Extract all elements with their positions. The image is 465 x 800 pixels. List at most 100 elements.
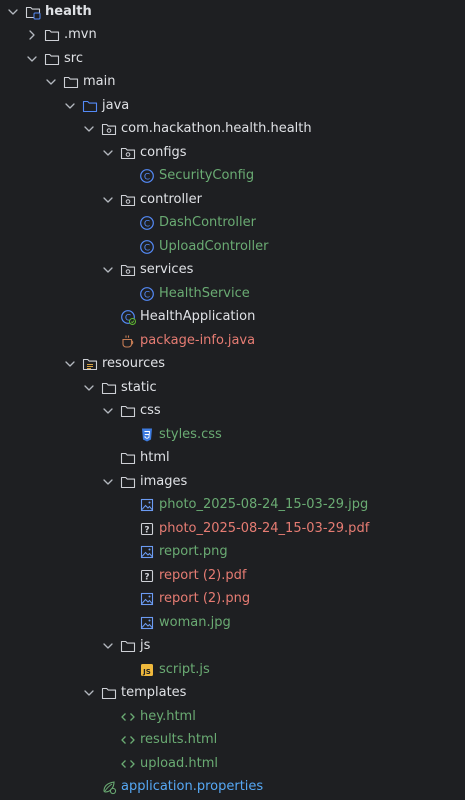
spring-class-icon: C	[120, 309, 136, 326]
chevron-down-icon[interactable]	[101, 475, 115, 489]
folder-icon	[44, 27, 60, 43]
tree-row-images[interactable]: images	[0, 470, 465, 494]
chevron-right-icon[interactable]	[25, 28, 39, 42]
tree-row-mvn[interactable]: .mvn	[0, 24, 465, 48]
tree-row-health[interactable]: health	[0, 0, 465, 24]
tree-row-hey-html[interactable]: hey.html	[0, 705, 465, 729]
tree-row-src[interactable]: src	[0, 47, 465, 71]
tree-indent-spacer	[101, 710, 115, 724]
tree-indent-spacer	[82, 780, 96, 794]
chevron-down-icon[interactable]	[63, 357, 77, 371]
chevron-down-icon[interactable]	[82, 686, 96, 700]
chevron-down-icon[interactable]	[44, 75, 58, 89]
svg-text:C: C	[144, 220, 150, 230]
css-file-icon	[139, 427, 155, 443]
tree-row-woman-jpg[interactable]: woman.jpg	[0, 611, 465, 635]
tree-item-label: com.hackathon.health.health	[121, 121, 312, 137]
tree-row-com-hackathon-health-health[interactable]: com.hackathon.health.health	[0, 118, 465, 142]
tree-row-css[interactable]: css	[0, 400, 465, 424]
tree-row-dashcontroller[interactable]: C DashController	[0, 212, 465, 236]
source-folder-icon	[82, 98, 98, 114]
tree-item-label: html	[140, 450, 170, 466]
chevron-down-icon[interactable]	[82, 122, 96, 136]
tree-indent-spacer	[101, 310, 115, 324]
folder-icon	[120, 474, 136, 490]
folder-icon	[44, 51, 60, 67]
html-file-icon	[120, 756, 136, 772]
tree-row-package-info-java[interactable]: package-info.java	[0, 329, 465, 353]
tree-item-label: DashController	[159, 215, 256, 231]
tree-row-html[interactable]: html	[0, 447, 465, 471]
tree-indent-spacer	[101, 334, 115, 348]
tree-item-label: results.html	[140, 732, 218, 748]
tree-item-label: static	[121, 379, 157, 395]
chevron-down-icon[interactable]	[101, 639, 115, 653]
tree-row-js[interactable]: js	[0, 635, 465, 659]
tree-row-services[interactable]: services	[0, 259, 465, 283]
class-icon: C	[139, 239, 155, 255]
tree-indent-spacer	[120, 428, 134, 442]
package-icon	[120, 145, 136, 161]
tree-item-label: styles.css	[159, 426, 222, 442]
package-icon	[101, 121, 117, 137]
chevron-down-icon[interactable]	[63, 99, 77, 113]
tree-row-resources[interactable]: resources	[0, 353, 465, 377]
chevron-down-icon[interactable]	[82, 381, 96, 395]
html-file-icon	[120, 732, 136, 748]
chevron-down-icon[interactable]	[25, 52, 39, 66]
chevron-down-icon[interactable]	[101, 404, 115, 418]
tree-row-photo-2025-08-24-15-03-29-jpg[interactable]: photo_2025-08-24_15-03-29.jpg	[0, 494, 465, 518]
tree-row-main[interactable]: main	[0, 71, 465, 95]
tree-item-label: upload.html	[140, 755, 219, 771]
image-file-icon	[139, 497, 155, 513]
chevron-down-icon[interactable]	[101, 263, 115, 277]
tree-row-styles-css[interactable]: styles.css	[0, 423, 465, 447]
package-info-icon	[120, 333, 136, 349]
tree-row-static[interactable]: static	[0, 376, 465, 400]
tree-indent-spacer	[120, 169, 134, 183]
tree-row-results-html[interactable]: results.html	[0, 729, 465, 753]
tree-row-upload-html[interactable]: upload.html	[0, 752, 465, 776]
image-file-icon	[139, 615, 155, 631]
tree-row-application-properties[interactable]: application.properties	[0, 776, 465, 800]
folder-icon	[120, 638, 136, 654]
svg-text:C: C	[144, 290, 150, 300]
unknown-file-icon: ?	[139, 568, 155, 584]
tree-row-report-2-pdf[interactable]: ? report (2).pdf	[0, 564, 465, 588]
folder-icon	[101, 380, 117, 396]
tree-row-configs[interactable]: configs	[0, 141, 465, 165]
image-file-icon	[139, 591, 155, 607]
tree-item-label: report (2).pdf	[159, 567, 247, 583]
chevron-down-icon[interactable]	[6, 5, 20, 19]
tree-indent-spacer	[120, 545, 134, 559]
tree-item-label: main	[83, 74, 116, 90]
tree-row-photo-2025-08-24-15-03-29-pdf[interactable]: ?photo_2025-08-24_15-03-29.pdf	[0, 517, 465, 541]
tree-item-label: .mvn	[64, 27, 97, 43]
tree-row-java[interactable]: java	[0, 94, 465, 118]
svg-text:?: ?	[144, 572, 149, 582]
module-folder-icon	[25, 4, 41, 20]
package-icon	[120, 262, 136, 278]
tree-row-report-2-png[interactable]: report (2).png	[0, 588, 465, 612]
package-icon	[120, 192, 136, 208]
chevron-down-icon[interactable]	[101, 146, 115, 160]
chevron-down-icon[interactable]	[101, 193, 115, 207]
class-icon: C	[139, 215, 155, 231]
tree-indent-spacer	[120, 592, 134, 606]
tree-indent-spacer	[120, 216, 134, 230]
folder-icon	[120, 403, 136, 419]
tree-item-label: resources	[102, 356, 166, 372]
tree-item-label: SecurityConfig	[159, 168, 255, 184]
tree-item-label: health	[45, 3, 92, 19]
tree-row-templates[interactable]: templates	[0, 682, 465, 706]
tree-indent-spacer	[120, 522, 134, 536]
tree-row-report-png[interactable]: report.png	[0, 541, 465, 565]
tree-row-controller[interactable]: controller	[0, 188, 465, 212]
js-file-icon: JS	[139, 662, 155, 678]
tree-item-label: UploadController	[159, 238, 269, 254]
